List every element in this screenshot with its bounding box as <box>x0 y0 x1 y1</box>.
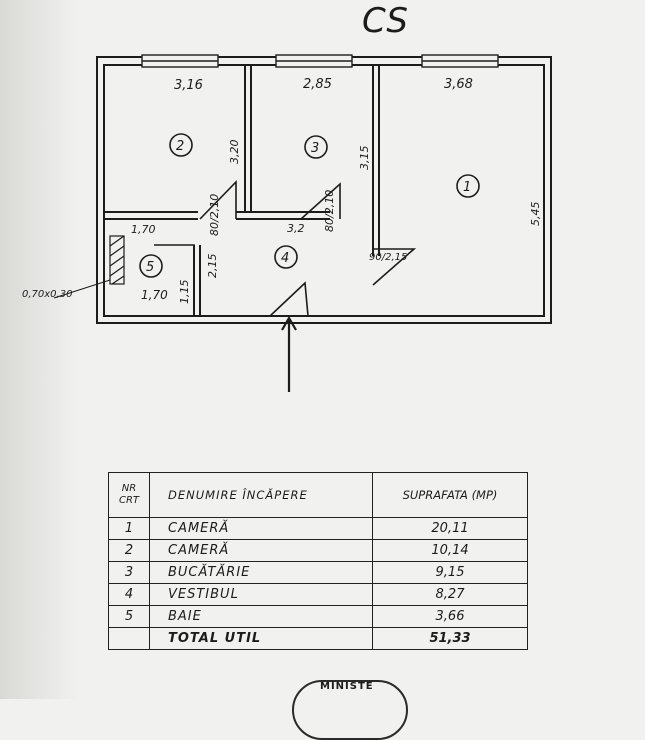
row-nr: 5 <box>108 605 150 628</box>
row-nr: 1 <box>108 517 150 540</box>
stamp-text: MINISTE <box>320 681 374 692</box>
row-nr: 2 <box>108 539 150 562</box>
table-row: 5 BAIE 3,66 <box>108 605 528 628</box>
dim-bath-height: 2,15 <box>206 254 219 279</box>
entrance-arrow-icon <box>281 315 297 392</box>
row-name: BAIE <box>149 605 373 628</box>
total-nr-empty <box>108 627 150 650</box>
header-area: SUPRAFATA (MP) <box>372 472 528 518</box>
row-area: 10,14 <box>372 539 528 562</box>
room-number-2: 2 <box>176 139 184 154</box>
dim-bath-width-top: 1,70 <box>131 223 156 236</box>
windows <box>141 54 499 68</box>
dim-room3-depth: 3,15 <box>358 146 371 171</box>
window-bath-label: 0,70x0,30 <box>22 289 72 300</box>
room-number-1: 1 <box>463 180 471 195</box>
room-number-3: 3 <box>311 141 319 156</box>
total-area: 51,33 <box>372 627 528 650</box>
row-area: 3,66 <box>372 605 528 628</box>
row-nr: 4 <box>108 583 150 606</box>
table-row: 3 BUCĂTĂRIE 9,15 <box>108 561 528 584</box>
dim-vestibul-small: 3,2 <box>287 222 305 235</box>
row-name: CAMERĂ <box>149 517 373 540</box>
room-markers <box>139 133 480 278</box>
dim-door-room3: 80/2,10 <box>323 190 336 232</box>
dim-room3-width: 2,85 <box>303 77 332 92</box>
row-name: VESTIBUL <box>149 583 373 606</box>
row-name: BUCĂTĂRIE <box>149 561 373 584</box>
scanned-document: CS <box>0 0 552 740</box>
dim-door-room2: 80/2,10 <box>208 194 221 236</box>
table-row: 1 CAMERĂ 20,11 <box>108 517 528 540</box>
door-swings <box>154 180 417 317</box>
floor-plan: CS <box>22 1 552 392</box>
header-name: DENUMIRE ÎNCĂPERE <box>149 472 373 518</box>
interior-walls <box>104 65 544 317</box>
dim-bath-width-bottom: 1,70 <box>141 288 168 302</box>
row-name: CAMERĂ <box>149 539 373 562</box>
dim-door-room1: 90/2,15 <box>369 252 407 263</box>
room-number-5: 5 <box>146 260 154 275</box>
row-nr: 3 <box>108 561 150 584</box>
table-row: 2 CAMERĂ 10,14 <box>108 539 528 562</box>
total-label: TOTAL UTIL <box>149 627 373 650</box>
table-total-row: TOTAL UTIL 51,33 <box>108 627 528 650</box>
row-area: 20,11 <box>372 517 528 540</box>
rooms-table: NR CRT DENUMIRE ÎNCĂPERE SUPRAFATA (MP) … <box>108 472 528 650</box>
scan-shadow <box>0 0 80 699</box>
dim-room2-width: 3,16 <box>174 78 203 93</box>
dim-room1-depth: 5,45 <box>529 202 542 227</box>
header-nr: NR CRT <box>108 472 150 518</box>
row-area: 8,27 <box>372 583 528 606</box>
corner-mark: CS <box>362 1 408 41</box>
bath-vent-hatch <box>109 235 125 285</box>
table-row: 4 VESTIBUL 8,27 <box>108 583 528 606</box>
dim-room1-width: 3,68 <box>444 77 473 92</box>
row-area: 9,15 <box>372 561 528 584</box>
table-header: NR CRT DENUMIRE ÎNCĂPERE SUPRAFATA (MP) <box>108 472 528 518</box>
window-leader-line <box>53 279 111 299</box>
dim-bath-small: 1,15 <box>178 280 191 305</box>
dim-room2-depth: 3,20 <box>228 140 241 165</box>
room-number-4: 4 <box>281 251 289 266</box>
